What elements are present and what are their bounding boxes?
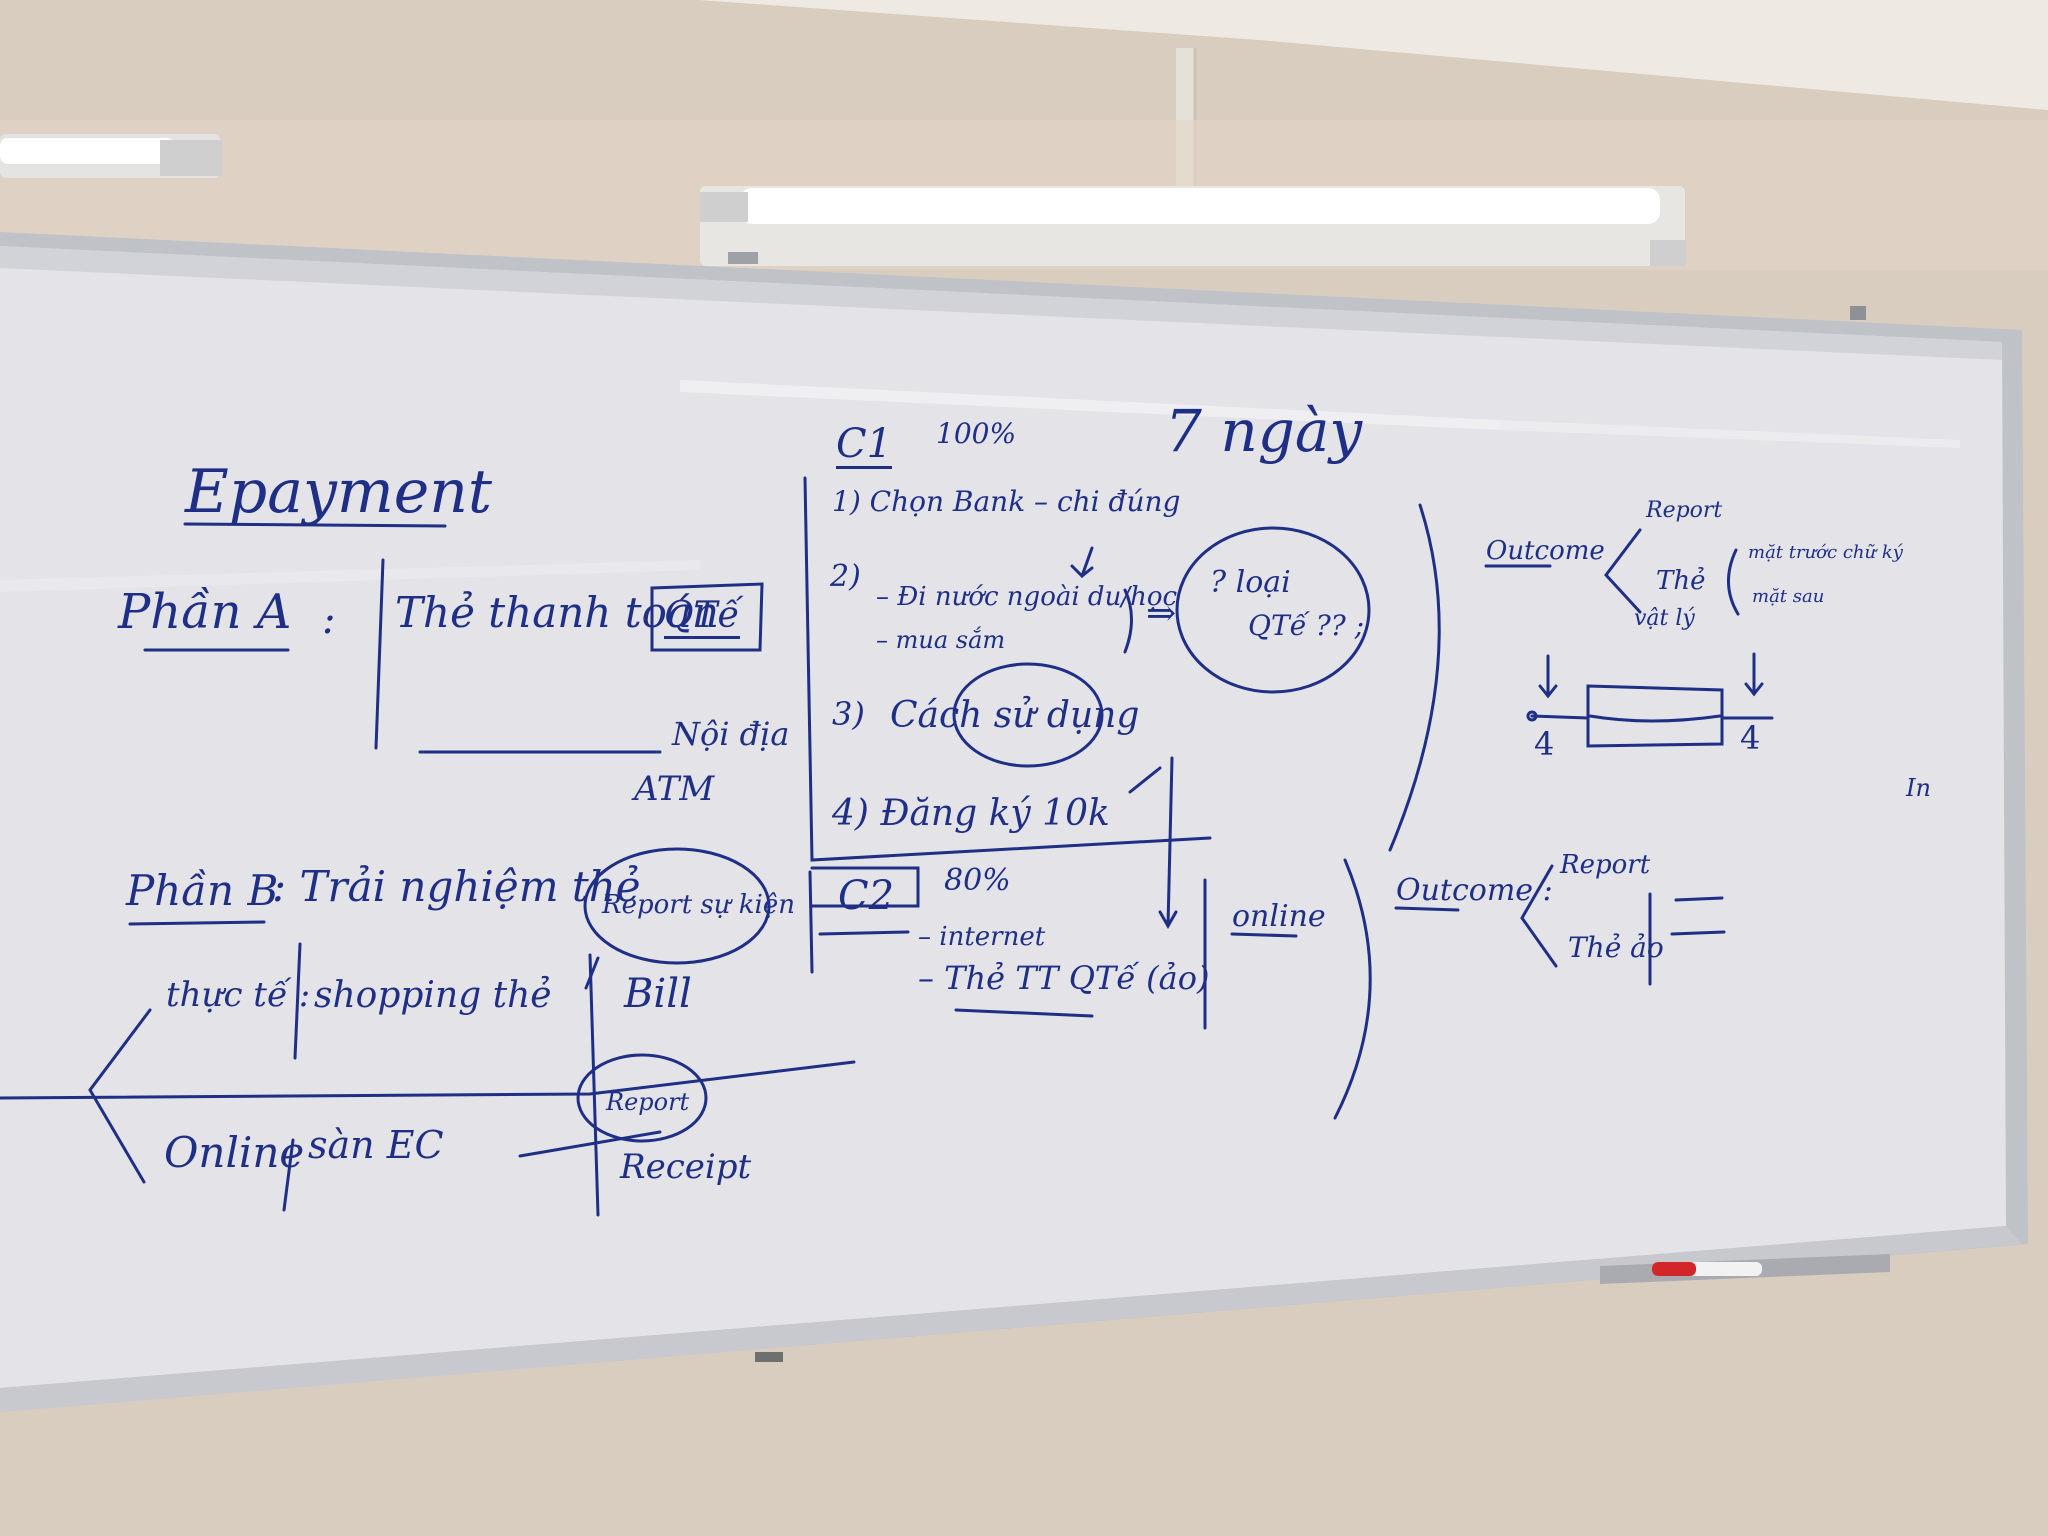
fluorescent-light-left	[0, 134, 222, 178]
marker-icon	[1652, 1262, 1762, 1276]
c1-percent: 100%	[936, 417, 1017, 450]
outcome-2-report: Report	[1560, 850, 1651, 880]
physical-card-line-2: vật lý	[1634, 606, 1695, 631]
c2-percent: 80%	[944, 863, 1011, 898]
part-b-text: : Trải nghiệm thẻ	[272, 862, 641, 911]
c2-internet: – internet	[918, 922, 1046, 952]
c1-step-3: Cách sử dụng	[890, 695, 1140, 736]
fluorescent-light-right	[700, 186, 1686, 266]
outcome-note-2: mặt sau	[1752, 586, 1825, 607]
c1-step-2a: – Đi nước ngoài du/học	[876, 582, 1178, 612]
whiteboard	[0, 232, 2028, 1412]
c2-virtual-card: – Thẻ TT QTế (ảo)	[918, 959, 1210, 997]
bill-label: Bill	[624, 971, 692, 1017]
c2-online: online	[1232, 899, 1326, 934]
c1-step-1: 1) Chọn Bank – chi đúng	[832, 485, 1181, 518]
shopping-card-label: shopping thẻ	[314, 975, 552, 1016]
outcome-number-left: 4	[1534, 725, 1555, 763]
qte-bubble-line-1: ? loại	[1210, 565, 1291, 600]
c1-step-2-number: 2)	[830, 559, 861, 594]
ec-marketplace-label: sàn EC	[308, 1123, 444, 1167]
online-label: Online	[164, 1128, 305, 1177]
c1-label: C1	[836, 421, 893, 469]
outcome-number-right: 4	[1740, 719, 1761, 757]
c1-step-3-number: 3)	[832, 695, 865, 733]
part-a-colon: :	[322, 597, 336, 643]
c1-step-4: 4) Đăng ký 10k	[832, 793, 1110, 834]
c1-arrow: ⇒	[1146, 593, 1177, 634]
board-title: Epayment	[185, 457, 493, 527]
report-event-bubble: Report sự kiện	[602, 890, 795, 920]
outcome-report: Report	[1646, 498, 1723, 523]
domestic-label: Nội địa	[672, 715, 790, 753]
physical-card-line-1: Thẻ	[1656, 566, 1706, 596]
c1-days: 7 ngày	[1165, 397, 1363, 465]
atm-label: ATM	[634, 769, 715, 809]
reality-label: thực tế :	[166, 975, 311, 1015]
virtual-card-label: Thẻ ảo	[1568, 931, 1664, 964]
qte-label: QTế	[664, 598, 740, 639]
qte-bubble-line-2: QTế ?? ;	[1248, 609, 1365, 642]
c1-step-2b: – mua sắm	[876, 626, 1006, 654]
side-mark: In	[1906, 774, 1931, 802]
card-payment-text: Thẻ thanh toán	[395, 588, 719, 637]
c2-label: C2	[838, 873, 895, 919]
report-small-bubble: Report	[606, 1088, 690, 1116]
outcome-label: Outcome	[1486, 536, 1605, 566]
part-a-label: Phần A	[118, 584, 292, 640]
outcome-note-1: mặt trước chữ ký	[1748, 542, 1903, 563]
outcome-2-label: Outcome :	[1396, 873, 1553, 908]
receipt-label: Receipt	[620, 1147, 752, 1187]
part-b-label: Phần B	[126, 866, 279, 915]
